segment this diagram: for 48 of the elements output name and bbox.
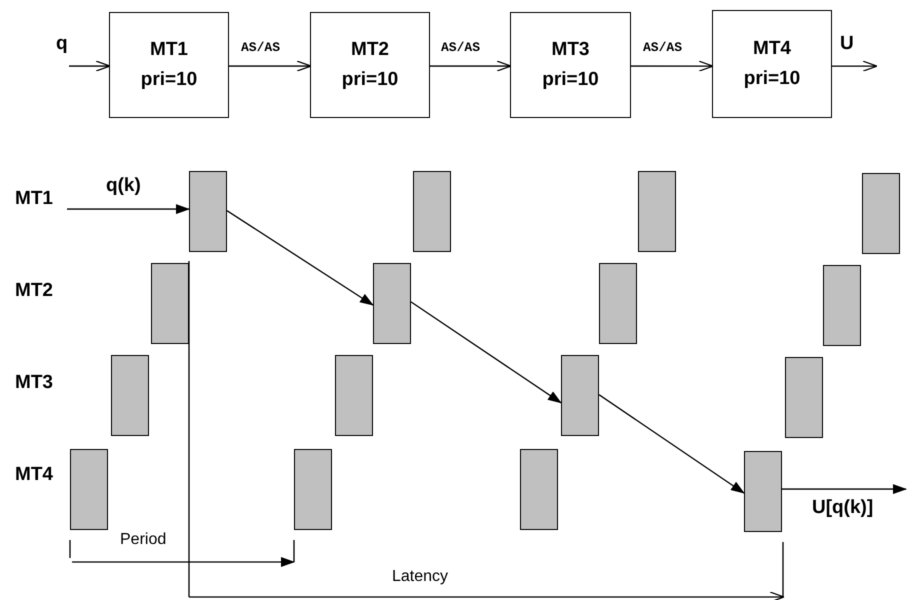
task-bar bbox=[599, 263, 637, 344]
arrow bbox=[69, 60, 111, 72]
task-bar bbox=[823, 265, 861, 346]
arrow bbox=[410, 301, 562, 404]
process-box bbox=[109, 12, 229, 118]
task-bar bbox=[294, 449, 332, 530]
node-title: MT2 bbox=[351, 39, 389, 61]
process-box bbox=[310, 12, 430, 118]
node-text: pri=10 bbox=[342, 69, 398, 91]
arrow bbox=[631, 60, 714, 72]
edge-label: q(k) bbox=[106, 176, 141, 195]
row-label: MT1 bbox=[15, 189, 53, 208]
node-text: pri=10 bbox=[744, 68, 800, 90]
node-title: MT1 bbox=[150, 39, 188, 61]
process-box bbox=[510, 12, 631, 118]
arrow bbox=[782, 484, 907, 494]
task-bar bbox=[70, 449, 108, 530]
task-bar bbox=[151, 263, 189, 344]
arrow bbox=[832, 60, 878, 72]
edge-label: q bbox=[56, 34, 68, 53]
process-box bbox=[712, 10, 832, 118]
node-title: MT3 bbox=[552, 39, 590, 61]
arrow bbox=[226, 210, 374, 306]
node-title: MT4 bbox=[753, 38, 791, 60]
row-label: MT4 bbox=[15, 465, 53, 484]
arrow bbox=[598, 394, 745, 494]
task-bar bbox=[373, 263, 411, 344]
dimension-label: Period bbox=[120, 532, 166, 548]
row-label: MT3 bbox=[15, 373, 53, 392]
edge-label: U[q(k)] bbox=[812, 498, 874, 517]
edge-label: U bbox=[840, 34, 854, 53]
row-label: MT2 bbox=[15, 281, 53, 300]
task-bar bbox=[520, 449, 558, 530]
arrow bbox=[67, 204, 190, 214]
arrow bbox=[229, 60, 312, 72]
node-text: pri=10 bbox=[140, 69, 198, 91]
task-bar bbox=[111, 355, 149, 436]
dimension-label: Latency bbox=[392, 569, 448, 585]
task-bar bbox=[638, 171, 676, 252]
task-bar bbox=[744, 451, 782, 532]
task-bar bbox=[413, 171, 451, 252]
task-bar bbox=[785, 357, 823, 438]
task-bar bbox=[335, 355, 373, 436]
task-bar bbox=[561, 355, 599, 436]
task-bar bbox=[189, 171, 227, 252]
node-text: pri=10 bbox=[542, 69, 599, 91]
task-bar bbox=[862, 173, 900, 254]
arrow bbox=[430, 60, 512, 72]
